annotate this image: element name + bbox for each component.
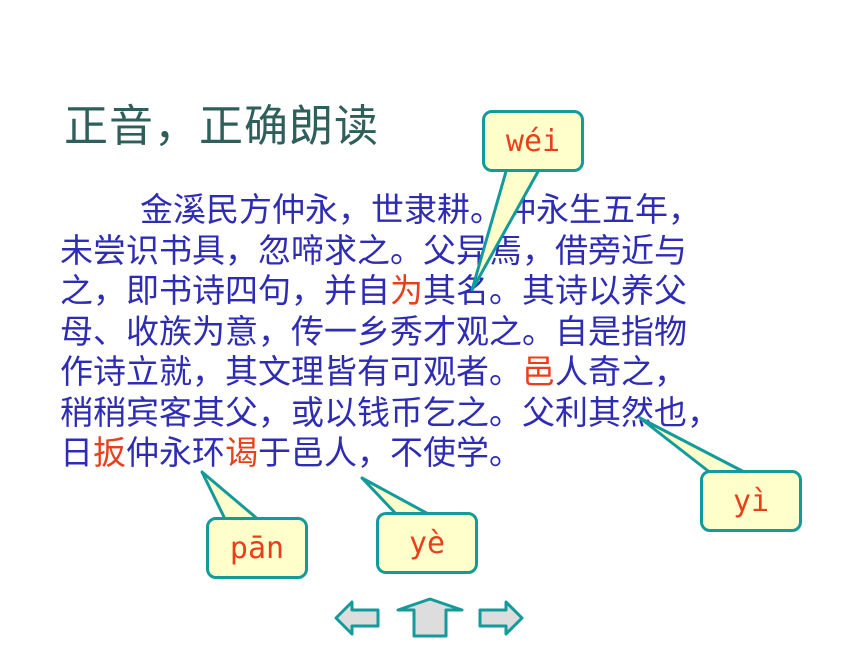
left-arrow-icon: [334, 600, 380, 636]
passage-segment: 稍稍宾客其父，或以钱币乞之。父利其然也，: [60, 392, 720, 432]
passage-segment: 作诗立就，其文理皆有可观者。: [60, 352, 522, 391]
slide-navigation: [334, 596, 524, 644]
right-arrow-icon: [478, 600, 524, 636]
pinyin-callout-yi: yì: [700, 470, 802, 532]
page-title: 正音，正确朗读: [64, 101, 379, 152]
highlighted-character: 邑: [522, 352, 555, 391]
highlighted-character: 为: [390, 271, 423, 310]
passage-segment: 母、收族为意，传一乡秀才观之。自是指物: [60, 311, 687, 351]
passage-segment: 之，即书诗四句，并自: [60, 271, 390, 310]
passage-line: 作诗立就，其文理皆有可观者。邑人奇之，: [60, 352, 820, 393]
highlighted-character: 谒: [225, 433, 258, 472]
callout-tail-pan: [200, 470, 262, 523]
passage-line: 母、收族为意，传一乡秀才观之。自是指物: [60, 312, 820, 353]
passage-segment: 金溪民方仲永，世隶耕。仲永生五年，: [140, 190, 701, 229]
passage-segment: 其名。其诗以养父: [423, 271, 687, 310]
pinyin-callout-ye: yè: [376, 512, 478, 574]
highlighted-character: 扳: [93, 433, 126, 472]
passage-segment: 仲永环: [126, 433, 225, 472]
pinyin-callout-pan: pān: [206, 517, 308, 579]
pinyin-callout-wei: wéi: [482, 110, 584, 172]
passage-segment: 于邑人，不使学。: [258, 433, 522, 472]
passage-line: 之，即书诗四句，并自为其名。其诗以养父: [60, 271, 820, 312]
next-slide-button[interactable]: [476, 596, 524, 640]
passage-line: 金溪民方仲永，世隶耕。仲永生五年，: [60, 190, 820, 231]
prev-slide-button[interactable]: [334, 596, 382, 640]
passage-line: 未尝识书具，忽啼求之。父异焉，借旁近与: [60, 231, 820, 272]
passage-line: 稍稍宾客其父，或以钱币乞之。父利其然也，: [60, 393, 820, 434]
passage-segment: 日: [60, 433, 93, 472]
passage-line: 日扳仲永环谒于邑人，不使学。: [60, 433, 820, 474]
up-arrow-icon: [396, 597, 464, 638]
home-slide-button[interactable]: [394, 596, 466, 640]
callout-tail-ye: [360, 476, 434, 518]
passage-text: 金溪民方仲永，世隶耕。仲永生五年，未尝识书具，忽啼求之。父异焉，借旁近与之，即书…: [60, 190, 820, 474]
passage-segment: 人奇之，: [555, 352, 687, 391]
passage-segment: 未尝识书具，忽啼求之。父异焉，借旁近与: [60, 230, 687, 270]
